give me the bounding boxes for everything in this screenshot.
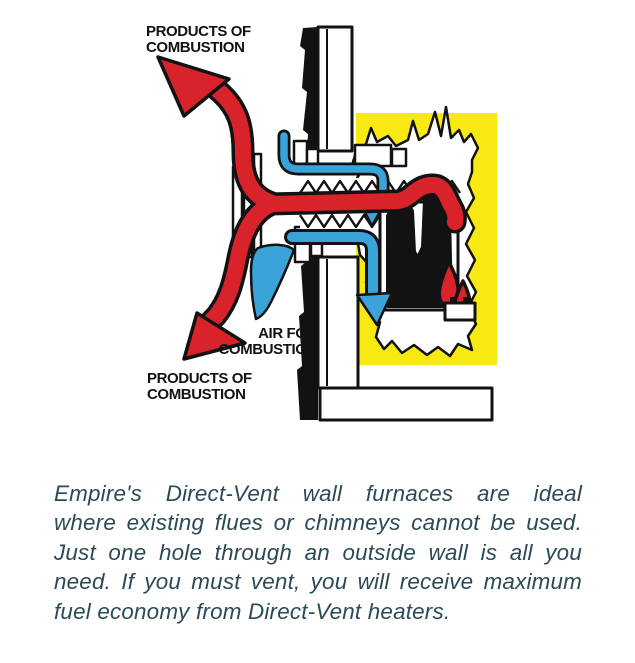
label-line: COMBUSTION (218, 340, 318, 358)
caption-paragraph: Empire's Direct-Vent wall furnaces are i… (54, 479, 582, 626)
caption-line: Just one hole through an outside wall is… (54, 539, 582, 565)
furnace-diagram (156, 25, 497, 422)
air-intake-flow (249, 129, 394, 327)
caption-line: where existing flues or chimneys cannot … (54, 510, 582, 536)
exhaust-flow (156, 55, 467, 361)
floor-slab (318, 386, 494, 422)
caption-line: fuel economy from Direct-Vent heaters. (54, 598, 451, 624)
wall-lower (297, 224, 360, 420)
label-line: AIR FOR (258, 325, 317, 342)
label-line: COMBUSTION (146, 38, 245, 56)
exhaust-arrowhead-bottom (182, 311, 247, 361)
label-air-for-combustion: AIR FOR COMBUSTION (219, 326, 318, 357)
wall-upper (300, 25, 354, 170)
caption-line: need. If you must vent, you will receive… (54, 569, 582, 595)
burner-box (443, 297, 477, 322)
label-line: PRODUCTS OF (146, 23, 251, 40)
label-products-of-combustion-top: PRODUCTS OF COMBUSTION (146, 24, 251, 55)
label-line: COMBUSTION (147, 385, 246, 403)
air-intake-scoop (249, 243, 296, 321)
label-line: PRODUCTS OF (147, 370, 252, 387)
exhaust-arrowhead-top (156, 55, 231, 118)
label-products-of-combustion-bottom: PRODUCTS OF COMBUSTION (147, 371, 252, 402)
caption-line: Empire's Direct-Vent wall furnaces are i… (54, 481, 582, 506)
